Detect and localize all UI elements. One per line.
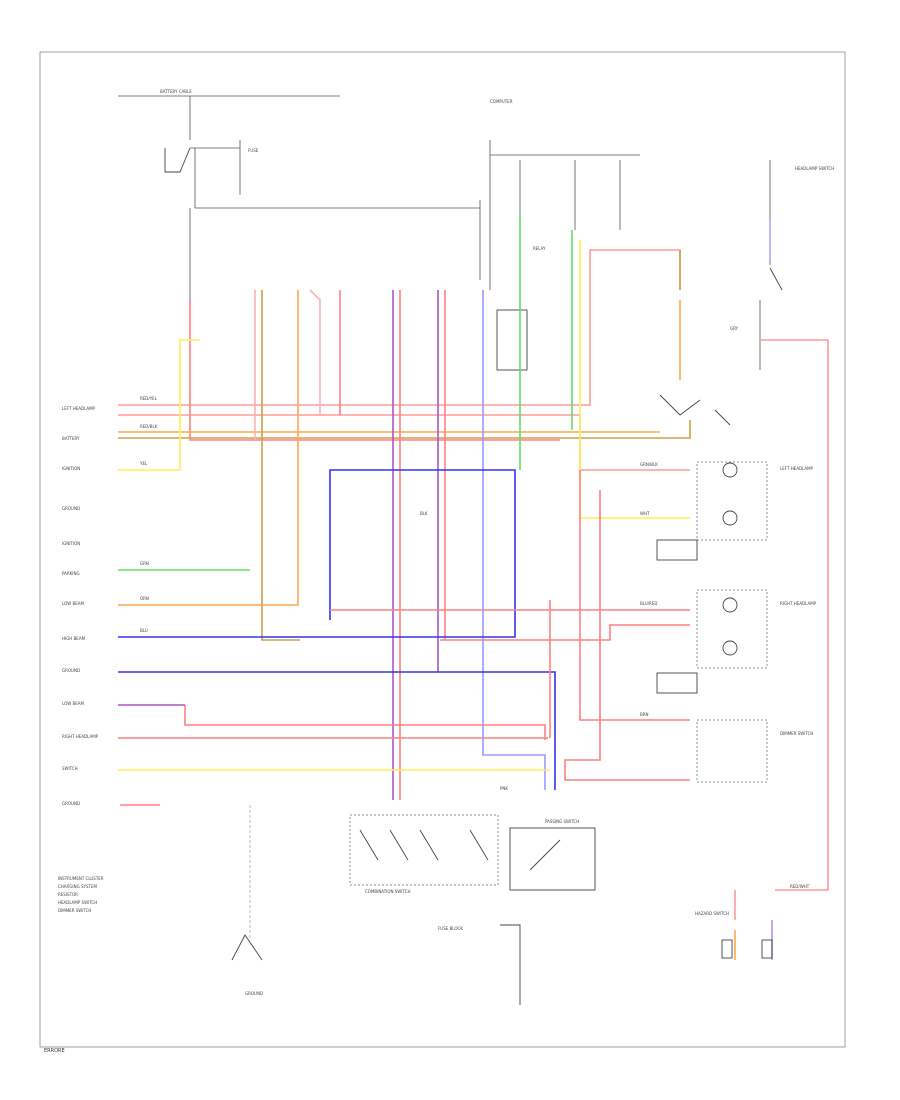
lamp-icon — [722, 462, 738, 478]
passing-switch-label: PASSING SWITCH — [545, 819, 579, 824]
note-line-1: INSTRUMENT CLUSTER — [58, 876, 104, 881]
lamp-icon — [722, 640, 738, 656]
page-id: ERRORE — [44, 1048, 65, 1054]
wire-code: GRY — [730, 326, 739, 331]
wire-code: PNK — [500, 786, 508, 791]
note-line-5: DIMMER SWITCH — [58, 908, 91, 913]
wire-pink-v2 — [309, 289, 321, 415]
wire-olive-1 — [118, 420, 691, 439]
wire-yellow-1 — [118, 339, 200, 471]
left-headlamp: LEFT HEADLAMP — [656, 461, 814, 561]
wire-red-right — [760, 339, 829, 891]
left-label-3: IGNITION — [62, 466, 80, 471]
note-line-3: RESISTOR — [58, 892, 78, 897]
wire-code: RED/YEL — [140, 396, 158, 401]
relay-label: RELAY — [533, 246, 546, 251]
dimmer-switch-label: DIMMER SWITCH — [780, 731, 813, 736]
wire-red-3 — [189, 300, 560, 441]
wire-code: GRN/BLK — [640, 462, 658, 467]
wire-red-6 — [440, 624, 690, 641]
wire-red-11 — [564, 490, 690, 781]
computer-label: COMPUTER — [490, 99, 513, 104]
wire-code: BLU/RED — [640, 601, 657, 606]
wire-code: BLU — [140, 628, 148, 633]
diagram-frame — [39, 51, 846, 1048]
wire-code: YEL — [139, 461, 148, 466]
right-headlamp: RIGHT HEADLAMP — [656, 589, 817, 694]
fuse-block-label: FUSE BLOCK — [438, 926, 463, 931]
wire-code: BLK — [420, 511, 428, 516]
hazard-switch-label: HAZARD SWITCH — [695, 911, 729, 916]
top-right-switch: HEADLAMP SWITCH — [759, 160, 834, 370]
wire-code: WHT — [640, 511, 650, 516]
left-label-5: IGNITION — [62, 541, 80, 546]
wire-code: BRN — [640, 712, 649, 717]
left-label-9: GROUND — [62, 668, 80, 673]
wire-yellow-v — [579, 240, 690, 519]
wire-red-7 — [184, 705, 546, 740]
relay-box — [496, 309, 528, 371]
notes-block: INSTRUMENT CLUSTER CHARGING SYSTEM RESIS… — [58, 876, 104, 913]
left-label-4: GROUND — [62, 506, 80, 511]
lamp-icon — [722, 510, 738, 526]
wire-olive-v — [261, 290, 300, 641]
left-label-13: GROUND — [62, 801, 80, 806]
fusible-link-symbol — [164, 147, 191, 173]
switch-label: HEADLAMP SWITCH — [795, 166, 834, 171]
wire-code: GRN — [140, 561, 149, 566]
ground-switch: GROUND — [231, 805, 263, 996]
lamp-icon — [722, 597, 738, 613]
note-line-4: HEADLAMP SWITCH — [58, 900, 97, 905]
wire-code: RED/WHT — [790, 884, 810, 889]
wire-orange-v — [118, 290, 299, 606]
passing-switch: PASSING SWITCH — [509, 819, 596, 891]
left-connector-list: LEFT HEADLAMP BATTERY IGNITION GROUND IG… — [62, 406, 99, 806]
right-headlamp-label: RIGHT HEADLAMP — [780, 601, 817, 606]
combination-switch-label: COMBINATION SWITCH — [365, 889, 410, 894]
combination-switch: COMBINATION SWITCH — [349, 814, 499, 894]
wire-lightblue-v — [482, 290, 546, 790]
wire-code-labels: RED/YEL RED/BLK YEL BLU GRN ORN GRN/BLK … — [139, 326, 810, 889]
wire-blue-2 — [118, 671, 556, 790]
left-label-2: BATTERY — [62, 436, 80, 441]
wire-blue-1 — [118, 469, 516, 638]
left-headlamp-label: LEFT HEADLAMP — [780, 466, 814, 471]
fuse-label: FUSE — [248, 148, 259, 153]
ground-label: GROUND — [245, 991, 263, 996]
note-line-2: CHARGING SYSTEM — [58, 884, 97, 889]
battery-cable-label: BATTERY CABLE — [160, 89, 192, 94]
left-label-6: PARKING — [62, 571, 80, 576]
computer-block: COMPUTER RELAY — [489, 99, 640, 371]
left-label-12: SWITCH — [62, 766, 78, 771]
left-label-1: LEFT HEADLAMP — [62, 406, 96, 411]
dimmer-switch: DIMMER SWITCH — [659, 394, 813, 783]
left-label-10: LOW BEAM — [62, 701, 84, 706]
wire-red-10 — [579, 470, 690, 721]
left-label-8: HIGH BEAM — [62, 636, 86, 641]
wires — [118, 215, 829, 960]
fuse-block-bottom: FUSE BLOCK — [438, 924, 521, 1005]
battery-area: BATTERY CABLE FUSE — [118, 89, 481, 300]
wire-code: ORN — [140, 596, 149, 601]
left-label-7: LOW BEAM — [62, 601, 84, 606]
bottom-right-lamps: HAZARD SWITCH — [695, 911, 773, 959]
wire-code: RED/BLK — [140, 424, 158, 429]
left-label-11: RIGHT HEADLAMP — [62, 734, 99, 739]
wire-pink-2 — [118, 414, 690, 471]
wire-pink-1 — [118, 249, 681, 406]
